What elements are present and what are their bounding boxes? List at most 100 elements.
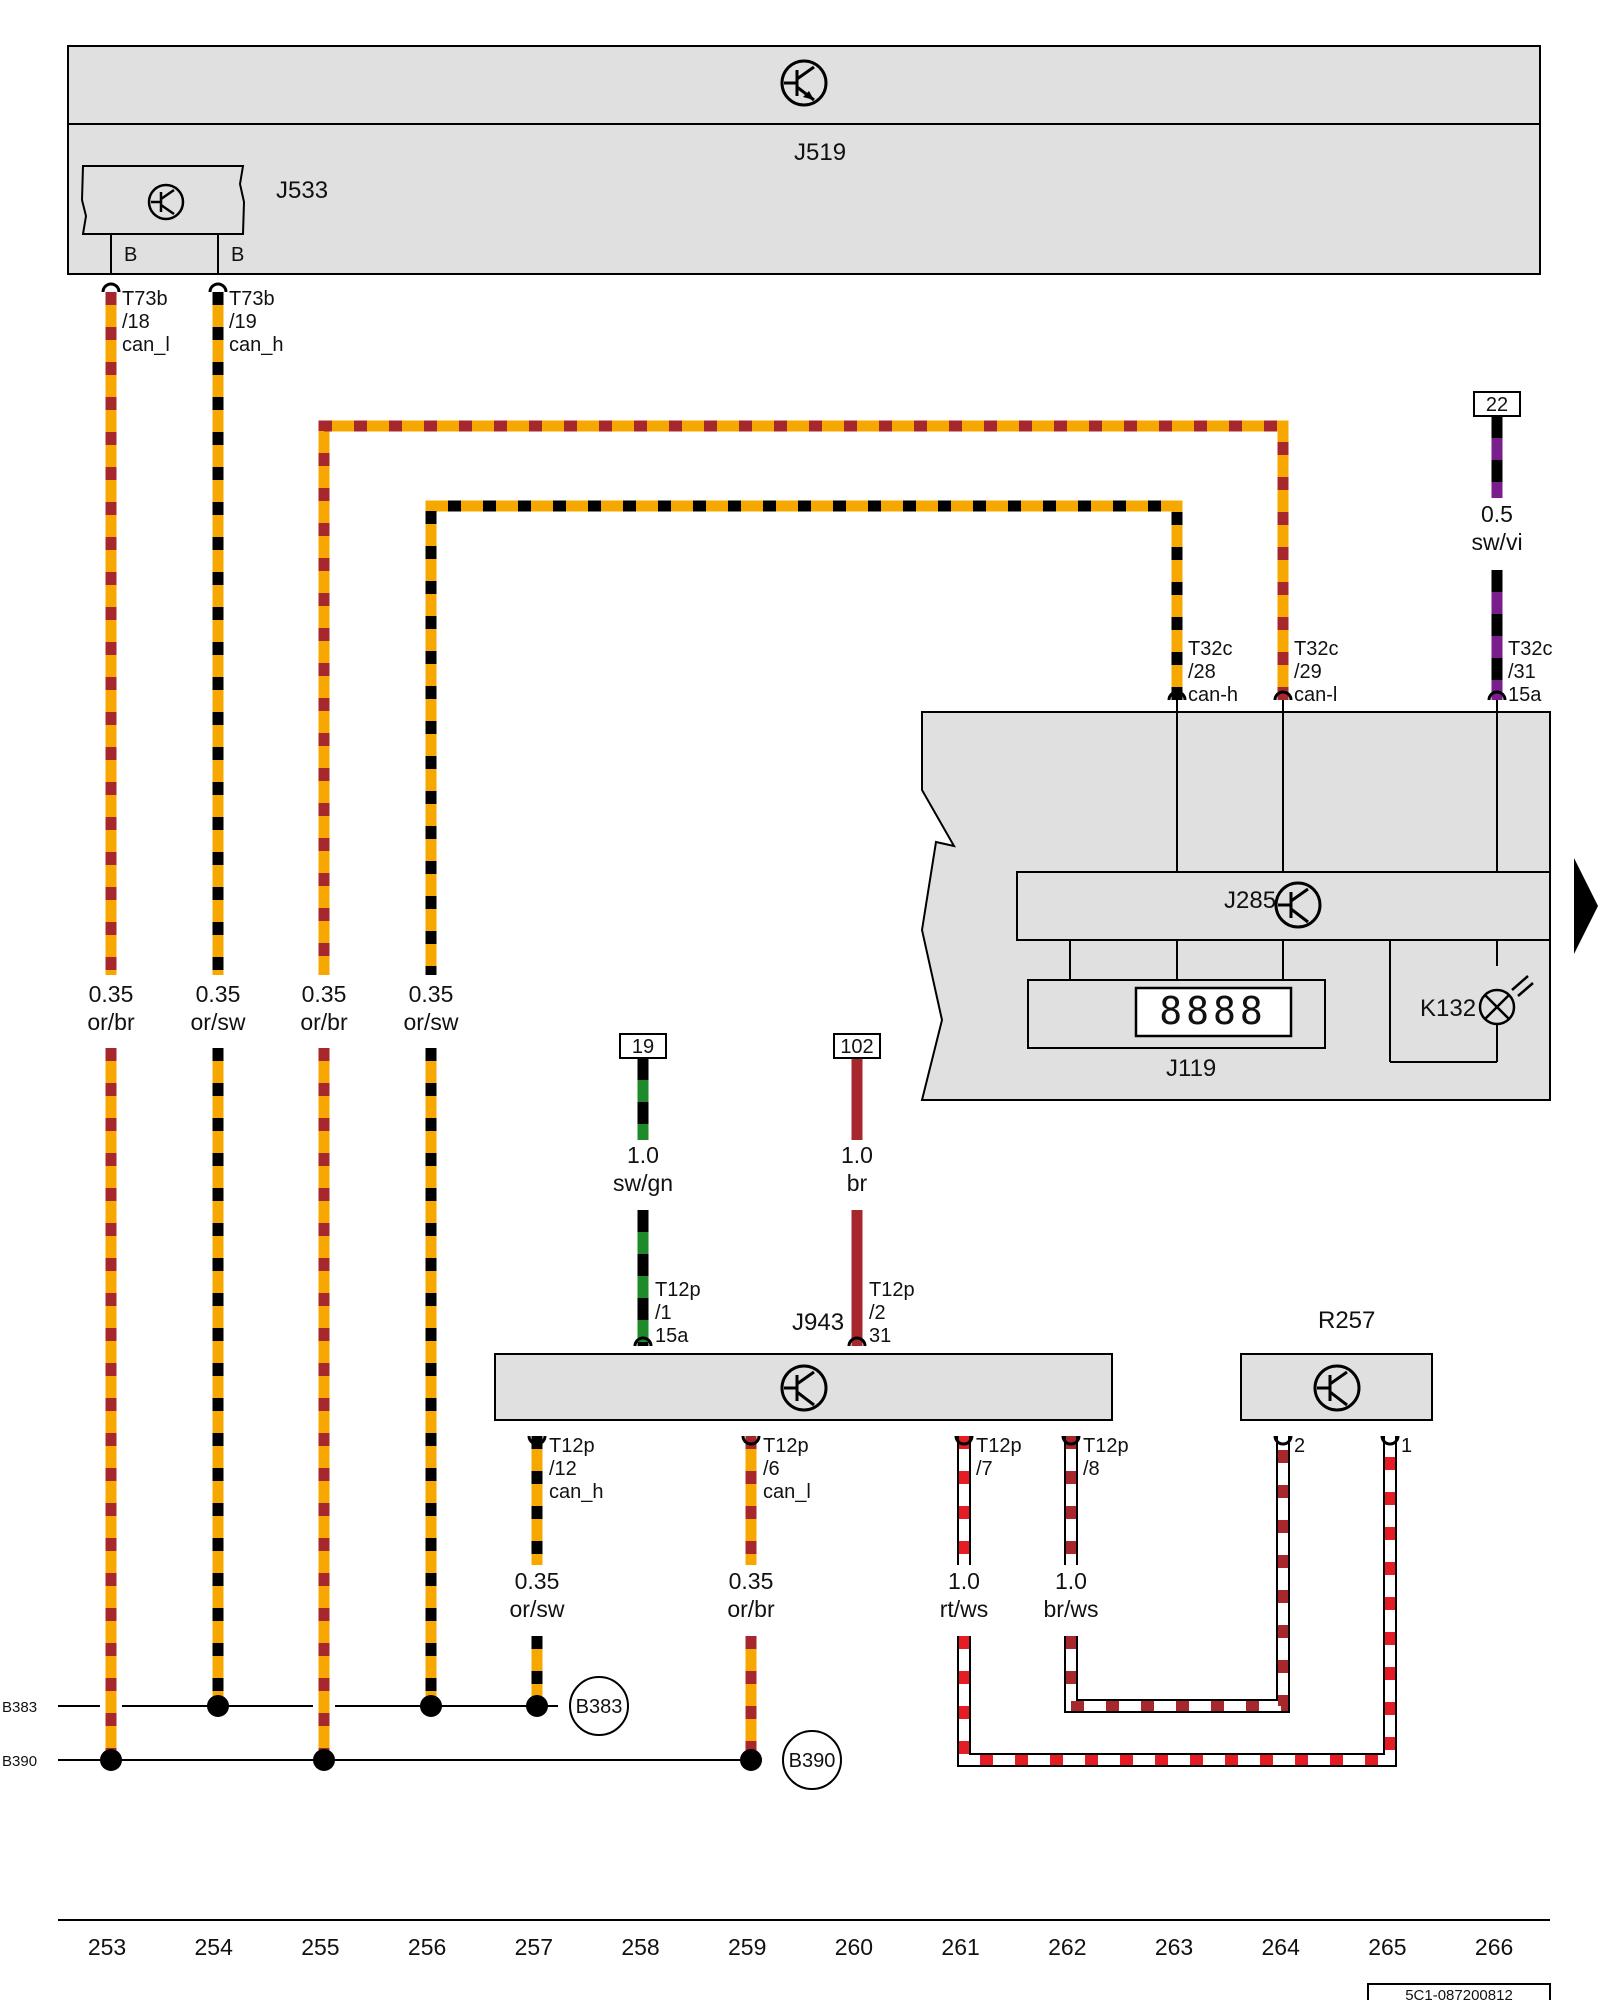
j119-label: J119 — [1166, 1055, 1216, 1082]
column-number: 265 — [1368, 1934, 1406, 1960]
wire-br-ws-lower-outline — [1064, 1436, 1290, 1713]
column-number: 256 — [408, 1934, 446, 1960]
wire-spec-256: 0.35 or/sw — [404, 981, 459, 1035]
svg-text:1.0: 1.0 — [627, 1142, 659, 1168]
svg-text:0.35: 0.35 — [729, 1568, 774, 1594]
connector-label-t12p-7: T12p /7 — [976, 1435, 1022, 1480]
connector-label-t12p-6: T12p /6 can_l — [763, 1435, 811, 1503]
svg-text:or/br: or/br — [300, 1009, 348, 1035]
svg-text:15a: 15a — [655, 1325, 689, 1347]
j285-transistor-icon — [1274, 881, 1322, 929]
connector-label-t32c-29: T32c /29 can-l — [1294, 638, 1338, 706]
svg-text:/2: /2 — [869, 1302, 886, 1324]
wire-spec-br: 1.0 br — [841, 1142, 873, 1196]
svg-text:0.35: 0.35 — [302, 981, 347, 1007]
wire-spec-259: 0.35 or/br — [727, 1568, 775, 1622]
svg-text:or/sw: or/sw — [191, 1009, 246, 1035]
hook-t12p-7 — [954, 1435, 974, 1446]
svg-text:or/br: or/br — [727, 1596, 775, 1622]
wire-br-ws-lower — [1066, 1436, 1288, 1711]
svg-text:0.35: 0.35 — [515, 1568, 560, 1594]
svg-text:19: 19 — [632, 1036, 654, 1058]
k132-label: K132 — [1420, 995, 1476, 1022]
svg-text:22: 22 — [1486, 394, 1508, 416]
j119-display-digits: 8888 — [1159, 989, 1267, 1033]
connector-label-t12p-2: T12p /2 31 — [869, 1279, 915, 1347]
svg-text:T12p: T12p — [869, 1279, 915, 1301]
column-number: 263 — [1155, 1934, 1193, 1960]
svg-text:1.0: 1.0 — [948, 1568, 980, 1594]
svg-text:/18: /18 — [122, 311, 150, 333]
r257-module: R257 — [1240, 1307, 1433, 1421]
connector-label-r257-pin-2: 2 — [1294, 1435, 1305, 1457]
connector-label-t32c-28: T32c /28 can-h — [1188, 638, 1238, 706]
svg-text:/31: /31 — [1508, 661, 1536, 683]
j519-transistor-icon — [780, 59, 828, 107]
wire-spec-rt-ws: 1.0 rt/ws — [940, 1568, 989, 1622]
svg-text:sw/gn: sw/gn — [613, 1170, 673, 1196]
j519-label: J519 — [794, 139, 846, 166]
column-number: 264 — [1262, 1934, 1301, 1960]
column-number: 259 — [728, 1934, 766, 1960]
svg-text:T32c: T32c — [1508, 638, 1552, 660]
column-number: 255 — [301, 1934, 339, 1960]
svg-text:can_l: can_l — [122, 334, 170, 356]
j119-digital-display — [1134, 986, 1293, 1038]
bus-line-b390: B390 B390 — [2, 1730, 842, 1790]
svg-text:/1: /1 — [655, 1302, 672, 1324]
j533-transistor-icon — [147, 183, 185, 221]
svg-text:T12p: T12p — [549, 1435, 595, 1457]
j943-transistor-icon — [780, 1364, 828, 1412]
footer-code: 5C1-087200812 — [1405, 1987, 1513, 2000]
j943-module: J943 — [494, 1309, 1113, 1421]
connector-label-t12p-12: T12p /12 can_h — [549, 1435, 604, 1503]
svg-text:0.5: 0.5 — [1481, 501, 1513, 527]
hook-t12p-6 — [741, 1435, 761, 1446]
hook-t12p-2 — [847, 1336, 867, 1347]
j533-pin-b-left: B — [124, 244, 137, 266]
svg-text:1.0: 1.0 — [841, 1142, 873, 1168]
wire-rt-ws-lower — [959, 1436, 1395, 1765]
connector-label-t73b-18: T73b /18 can_l — [122, 288, 170, 356]
wire-spec-sw-vi: 0.5 sw/vi — [1471, 501, 1522, 555]
bus-circle-b390: B390 — [789, 1750, 836, 1772]
wire-spec-253: 0.35 or/br — [87, 981, 135, 1035]
svg-text:or/sw: or/sw — [510, 1596, 565, 1622]
connector-label-t12p-1: T12p /1 15a — [655, 1279, 701, 1347]
j533-pin-b-right: B — [231, 244, 244, 266]
column-number: 258 — [621, 1934, 659, 1960]
j285-module: J285 8888 J119 K132 — [920, 700, 1551, 1101]
r257-transistor-icon — [1313, 1364, 1361, 1412]
svg-text:15a: 15a — [1508, 684, 1542, 706]
connector-label-t12p-8: T12p /8 — [1083, 1435, 1129, 1480]
svg-text:/19: /19 — [229, 311, 257, 333]
connector-label-t73b-19: T73b /19 can_h — [229, 288, 284, 356]
j533-label: J533 — [276, 177, 328, 204]
column-number: 260 — [835, 1934, 873, 1960]
svg-text:T73b: T73b — [229, 288, 275, 310]
svg-text:1.0: 1.0 — [1055, 1568, 1087, 1594]
hook-t12p-1 — [633, 1336, 653, 1347]
j285-label: J285 — [1224, 887, 1276, 914]
svg-text:/12: /12 — [549, 1458, 577, 1480]
svg-text:or/br: or/br — [87, 1009, 135, 1035]
connector-hooks — [101, 282, 1507, 1446]
column-number: 253 — [88, 1934, 126, 1960]
svg-text:can_l: can_l — [763, 1481, 811, 1503]
bus-label-b390: B390 — [2, 1753, 37, 1770]
hook-t12p-8 — [1061, 1435, 1081, 1446]
column-number: 257 — [515, 1934, 553, 1960]
svg-text:can-h: can-h — [1188, 684, 1238, 706]
hook-t32c-31 — [1487, 690, 1507, 701]
column-number: 262 — [1048, 1934, 1086, 1960]
column-number: 261 — [941, 1934, 979, 1960]
svg-text:rt/ws: rt/ws — [940, 1596, 989, 1622]
svg-text:T73b: T73b — [122, 288, 168, 310]
svg-text:br/ws: br/ws — [1044, 1596, 1099, 1622]
wire-256-or-sw — [425, 500, 1183, 975]
hook-t32c-29 — [1273, 690, 1293, 701]
svg-text:sw/vi: sw/vi — [1471, 529, 1522, 555]
svg-text:T12p: T12p — [976, 1435, 1022, 1457]
hook-t73b-18 — [101, 282, 121, 293]
